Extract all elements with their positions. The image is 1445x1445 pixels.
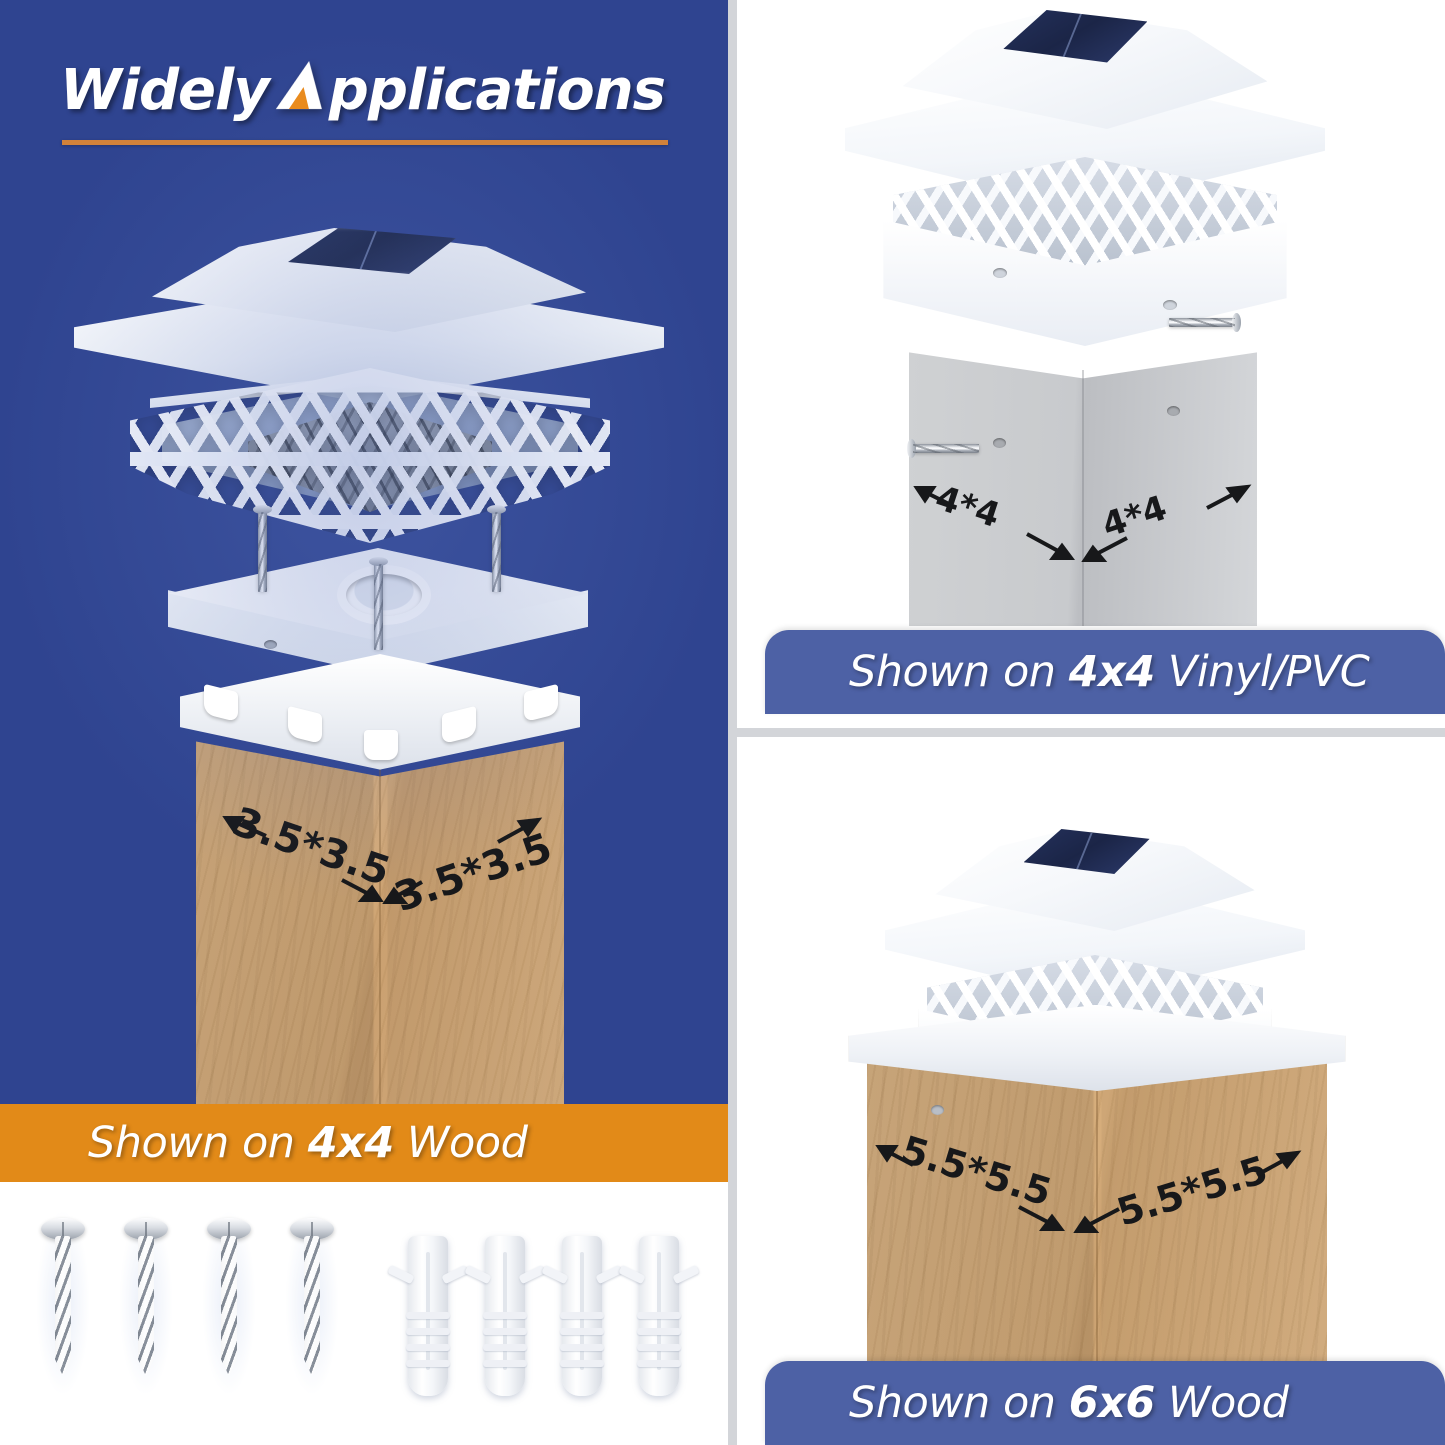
panel-wood-4x4: Widely pplications [0, 0, 728, 1445]
vinyl-pvc-post-4x4 [909, 338, 1257, 626]
dimension-label-right: 3.5*3.5 [388, 824, 558, 922]
post-screw-hole [993, 438, 1006, 448]
post-screw-hole [931, 1105, 944, 1115]
mounting-screw [36, 1210, 90, 1396]
hardware-kit [0, 1182, 728, 1445]
caption-suffix: Vinyl/PVC [1154, 647, 1370, 697]
solar-post-cap [845, 10, 1325, 360]
side-screw-hole [993, 268, 1007, 278]
vertical-divider [728, 0, 737, 1445]
panel-wood-6x6: 5.5*5.5 5.5*5.5 Shown on 6x6 Wood [737, 737, 1445, 1445]
panel-vinyl-4x4: 4*4 4*4 Shown on 4x4 Vinyl/PVC [737, 0, 1445, 728]
caption-size: 4x4 [1068, 647, 1156, 697]
exploded-assembly-diagram: 3.5*3.5 3.5*3.5 [0, 0, 728, 1104]
caption-suffix: Wood [393, 1118, 528, 1168]
side-screw-hole [264, 640, 277, 649]
decorative-lattice-ring [130, 368, 610, 543]
caption-bar-wood-4x4: Shown on 4x4 Wood [0, 1104, 728, 1182]
mounting-screw [202, 1210, 256, 1396]
mounting-screw [285, 1210, 339, 1396]
assembly-screw [487, 505, 506, 592]
wall-anchor [387, 1236, 469, 1396]
caption-bar-vinyl-4x4: Shown on 4x4 Vinyl/PVC [765, 630, 1445, 714]
wood-post-4x4: 3.5*3.5 3.5*3.5 [180, 654, 580, 1104]
title-word-widely: Widely [60, 58, 270, 123]
wall-anchor [541, 1236, 623, 1396]
caption-prefix: Shown on [849, 647, 1069, 697]
wall-anchor [464, 1236, 546, 1396]
assembly-screw [253, 505, 272, 592]
dimension-label-left: 3.5*3.5 [226, 798, 396, 896]
page-title: Widely pplications [60, 58, 680, 123]
center-aperture [346, 574, 422, 616]
wall-anchor [618, 1236, 700, 1396]
post-adapter-collar [180, 654, 580, 786]
caption-prefix: Shown on [849, 1378, 1069, 1428]
mounting-screw [1169, 313, 1241, 332]
title-underline [62, 140, 668, 145]
mounting-screw [119, 1210, 173, 1396]
side-screw-hole [1163, 300, 1177, 310]
wood-post-6x6 [848, 1004, 1346, 1397]
mounting-screw [907, 439, 979, 458]
horizontal-divider [737, 728, 1445, 737]
caption-size: 6x6 [1068, 1378, 1156, 1428]
solar-panel [288, 228, 456, 274]
caption-prefix: Shown on [88, 1118, 308, 1168]
caption-size: 4x4 [307, 1118, 395, 1168]
post-screw-hole [1167, 406, 1180, 416]
assembly-screw [369, 557, 388, 650]
orange-triangle-a-icon [275, 61, 332, 109]
caption-suffix: Wood [1154, 1378, 1289, 1428]
hero-blue-background: Widely pplications [0, 0, 728, 1104]
solar-post-cap [74, 228, 664, 413]
title-word-applications: pplications [328, 58, 666, 123]
caption-bar-wood-6x6: Shown on 6x6 Wood [765, 1361, 1445, 1445]
